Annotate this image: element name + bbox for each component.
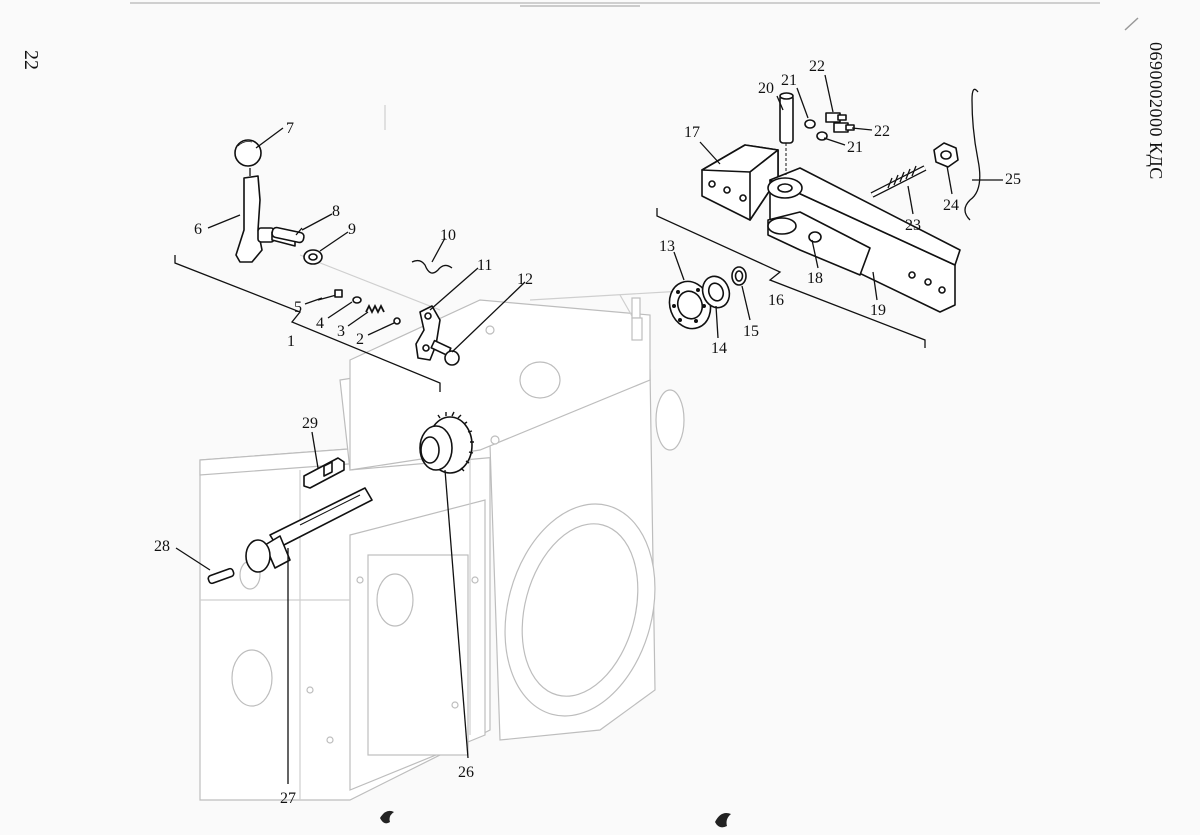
gearbox-housing — [199, 105, 701, 801]
part-29-key — [303, 457, 345, 489]
callout-10: 10 — [440, 227, 456, 244]
part-25-cable — [964, 88, 981, 221]
callout-4: 4 — [316, 315, 324, 332]
part-8-pin — [271, 226, 305, 244]
part-24-nut — [933, 142, 959, 168]
callout-23: 23 — [905, 217, 921, 234]
callout-11: 11 — [477, 257, 492, 274]
callout-7: 7 — [286, 120, 294, 137]
callout-14: 14 — [711, 340, 727, 357]
part-18-clevis — [767, 211, 871, 276]
part-4-ring — [352, 296, 362, 304]
part-22-bolt-b — [833, 122, 855, 133]
part-3-spring — [365, 303, 385, 315]
vent-fitting — [631, 297, 643, 341]
part-28-pin — [207, 567, 235, 585]
bracket-group-16 — [656, 208, 926, 348]
callout-17: 17 — [684, 124, 700, 141]
callout-22-side: 22 — [874, 123, 890, 140]
part-6-shift-lever — [235, 168, 296, 263]
callout-6: 6 — [194, 221, 202, 238]
part-20-pin — [779, 92, 794, 175]
callout-12: 12 — [517, 271, 533, 288]
callout-19: 19 — [870, 302, 886, 319]
callout-27: 27 — [280, 790, 296, 807]
part-14-bushing — [701, 275, 731, 309]
part-15-ring — [731, 266, 747, 286]
callout-18: 18 — [807, 270, 823, 287]
part-7-knob-ball — [234, 139, 262, 167]
callout-15: 15 — [743, 323, 759, 340]
callout-8: 8 — [332, 203, 340, 220]
callout-22-top: 22 — [809, 58, 825, 75]
callout-13: 13 — [659, 238, 675, 255]
bracket-group-1 — [174, 255, 441, 392]
callout-25: 25 — [1005, 171, 1021, 188]
callout-labels: 7 6 8 9 10 11 12 5 4 3 2 1 13 14 15 16 1… — [154, 58, 1021, 807]
part-10-wire — [411, 259, 453, 274]
bottom-stamp-marks — [380, 810, 731, 828]
part-2-small-ball — [393, 317, 401, 325]
callout-16: 16 — [768, 292, 784, 309]
callout-1: 1 — [287, 333, 295, 350]
part-13-bearing — [668, 280, 712, 330]
part-9-washer — [303, 249, 323, 265]
callout-9: 9 — [348, 221, 356, 238]
callout-5: 5 — [294, 299, 302, 316]
leader-lines — [175, 74, 1003, 784]
document-code: 0690002000 КДС — [1146, 42, 1166, 180]
callout-20: 20 — [758, 80, 774, 97]
part-23-threaded-rod — [870, 165, 927, 198]
part-5-screw — [317, 289, 343, 301]
part-12-bolt — [430, 339, 460, 366]
part-17-housing-block — [701, 144, 779, 221]
callout-28: 28 — [154, 538, 170, 555]
part-26-gear — [419, 411, 474, 474]
callout-29: 29 — [302, 415, 318, 432]
part-22-bolt-a — [825, 112, 847, 123]
part-27-splined-shaft — [245, 487, 373, 573]
callout-21-top: 21 — [781, 72, 797, 89]
callout-2: 2 — [356, 331, 364, 348]
callout-26: 26 — [458, 764, 474, 781]
callout-24: 24 — [943, 197, 959, 214]
page-number: 22 — [20, 50, 42, 70]
scan-edge-artifacts — [130, 2, 1139, 31]
callout-3: 3 — [337, 323, 345, 340]
callout-21-side: 21 — [847, 139, 863, 156]
part-21-washer-a — [804, 119, 816, 129]
